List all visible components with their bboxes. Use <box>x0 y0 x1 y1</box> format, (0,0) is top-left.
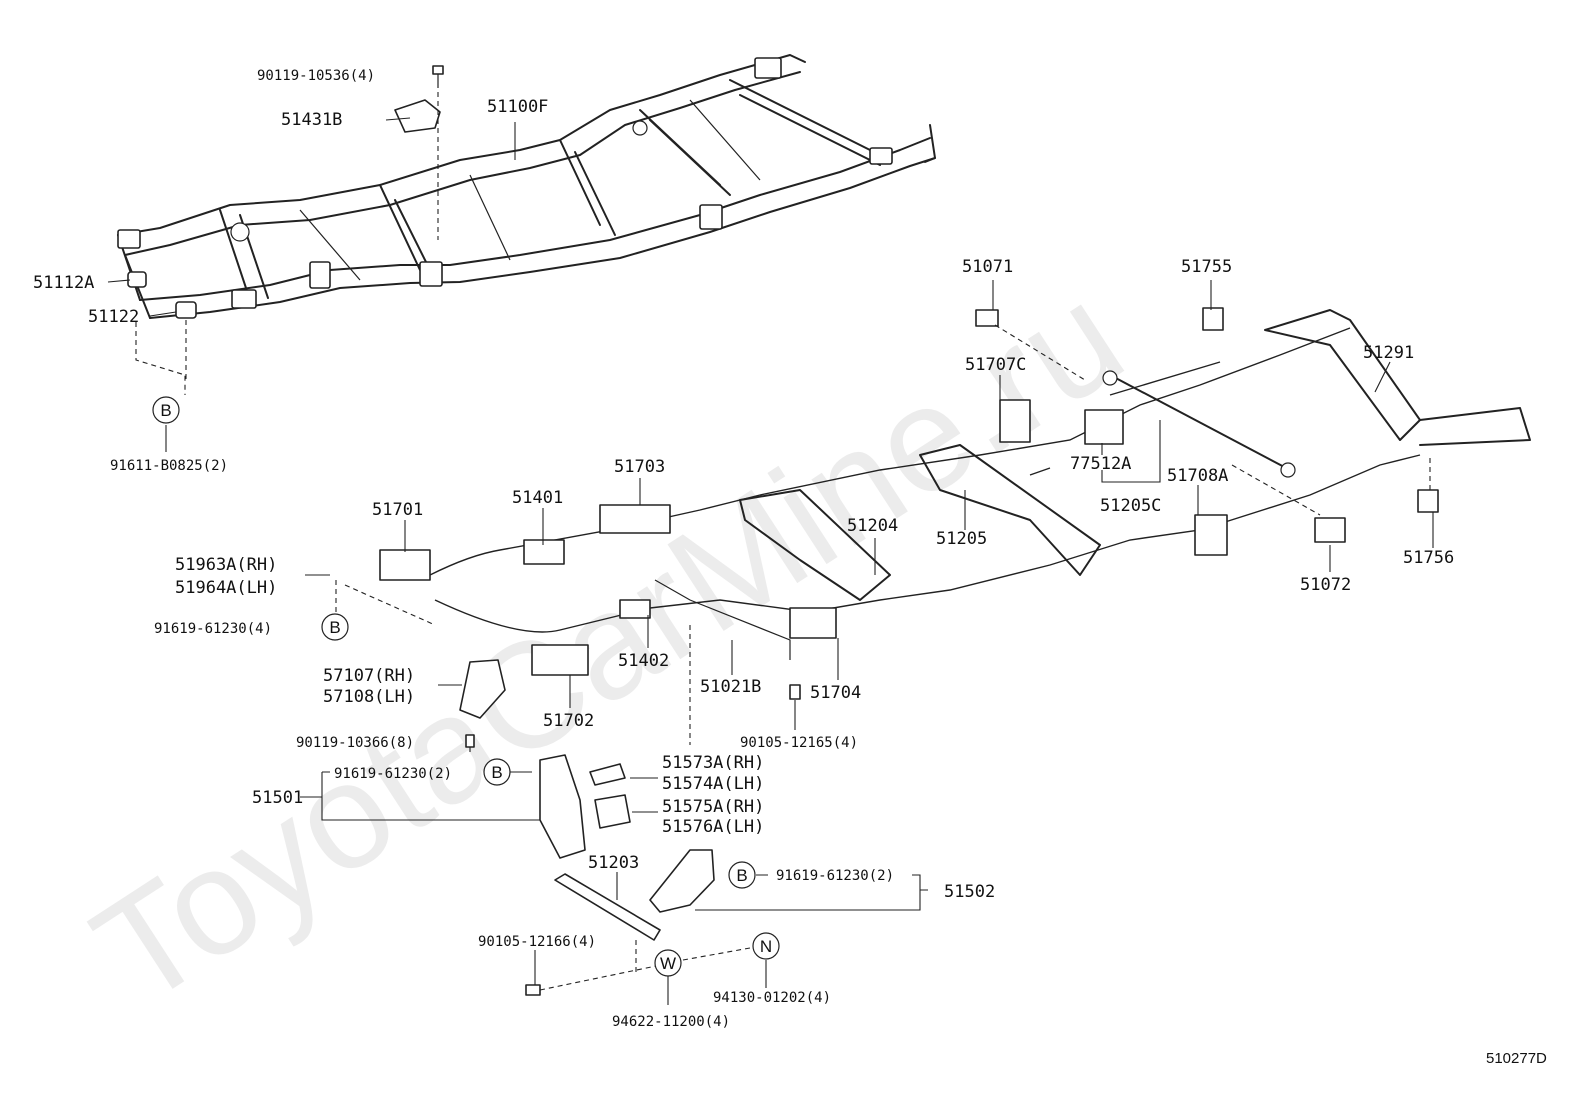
label-91619-61230-c: 91619-61230(2) <box>776 868 894 884</box>
bolt-90119-10366 <box>465 734 475 748</box>
label-90105-12166: 90105-12166(4) <box>478 934 596 950</box>
bracket-51431B <box>394 99 441 133</box>
label-51702: 51702 <box>543 711 594 731</box>
label-90105-12165: 90105-12165(4) <box>740 735 858 751</box>
label-51431B: 51431B <box>281 110 342 130</box>
svg-text:W: W <box>660 954 676 973</box>
label-90119-10536: 90119-10536(4) <box>257 68 375 84</box>
label-51205: 51205 <box>936 529 987 549</box>
label-51100F: 51100F <box>487 97 548 117</box>
label-51704: 51704 <box>810 683 861 703</box>
bolt-90119-10536 <box>432 65 444 88</box>
leader-lines <box>107 117 1434 1005</box>
label-51708A: 51708A <box>1167 466 1228 486</box>
label-51204: 51204 <box>847 516 898 536</box>
label-51205C: 51205C <box>1100 496 1161 516</box>
callout-b-2: B <box>321 613 349 641</box>
label-51756: 51756 <box>1403 548 1454 568</box>
bracket-57107 <box>459 659 506 719</box>
cushion-51112A <box>127 271 147 288</box>
label-94130-01202: 94130-01202(4) <box>713 990 831 1006</box>
label-51401: 51401 <box>512 488 563 508</box>
label-51574A: 51574A(LH) <box>662 774 764 794</box>
label-51021B: 51021B <box>700 677 761 697</box>
label-91611-B0825: 91611-B0825(2) <box>110 458 228 474</box>
label-51501: 51501 <box>252 788 303 808</box>
callout-n: N <box>752 932 780 960</box>
plate-51573A <box>589 763 626 786</box>
callout-w: W <box>654 949 682 977</box>
label-51575A: 51575A(RH) <box>662 797 764 817</box>
label-51701: 51701 <box>372 500 423 520</box>
label-51402: 51402 <box>618 651 669 671</box>
label-51964A: 51964A(LH) <box>175 578 277 598</box>
label-51072: 51072 <box>1300 575 1351 595</box>
bar-51203 <box>554 873 661 941</box>
label-91619-61230-a: 91619-61230(4) <box>154 621 272 637</box>
lower-frame-outline <box>379 307 1531 676</box>
svg-text:N: N <box>760 937 772 956</box>
label-51203: 51203 <box>588 853 639 873</box>
bolt-90105-12166 <box>525 984 541 996</box>
label-51291: 51291 <box>1363 343 1414 363</box>
label-51707C: 51707C <box>965 355 1026 375</box>
callout-b-3: B <box>483 758 511 786</box>
label-57107: 57107(RH) <box>323 666 415 686</box>
callout-b-1: B <box>152 396 180 424</box>
svg-text:B: B <box>736 866 747 885</box>
label-77512A: 77512A <box>1070 454 1131 474</box>
label-90119-10366: 90119-10366(8) <box>296 735 414 751</box>
frame-assembly-illustration <box>117 54 936 319</box>
svg-text:B: B <box>160 401 171 420</box>
callout-b-4: B <box>728 861 756 889</box>
label-51502: 51502 <box>944 882 995 902</box>
diagram-code: 510277D <box>1486 1050 1547 1067</box>
label-51963A: 51963A(RH) <box>175 555 277 575</box>
svg-text:B: B <box>491 763 502 782</box>
label-51122: 51122 <box>88 307 139 327</box>
label-51573A: 51573A(RH) <box>662 753 764 773</box>
label-91619-61230-b: 91619-61230(2) <box>334 766 452 782</box>
label-51112A: 51112A <box>33 273 94 293</box>
plate-51575A <box>594 794 631 829</box>
bolt-90105-12165 <box>789 684 801 700</box>
svg-text:B: B <box>329 618 340 637</box>
cushion-51122 <box>175 301 197 319</box>
label-57108: 57108(LH) <box>323 687 415 707</box>
label-51576A: 51576A(LH) <box>662 817 764 837</box>
label-51071: 51071 <box>962 257 1013 277</box>
plate-51502 <box>649 849 715 913</box>
plate-51501 <box>539 754 586 859</box>
label-51703: 51703 <box>614 457 665 477</box>
label-94622-11200: 94622-11200(4) <box>612 1014 730 1030</box>
label-51755: 51755 <box>1181 257 1232 277</box>
